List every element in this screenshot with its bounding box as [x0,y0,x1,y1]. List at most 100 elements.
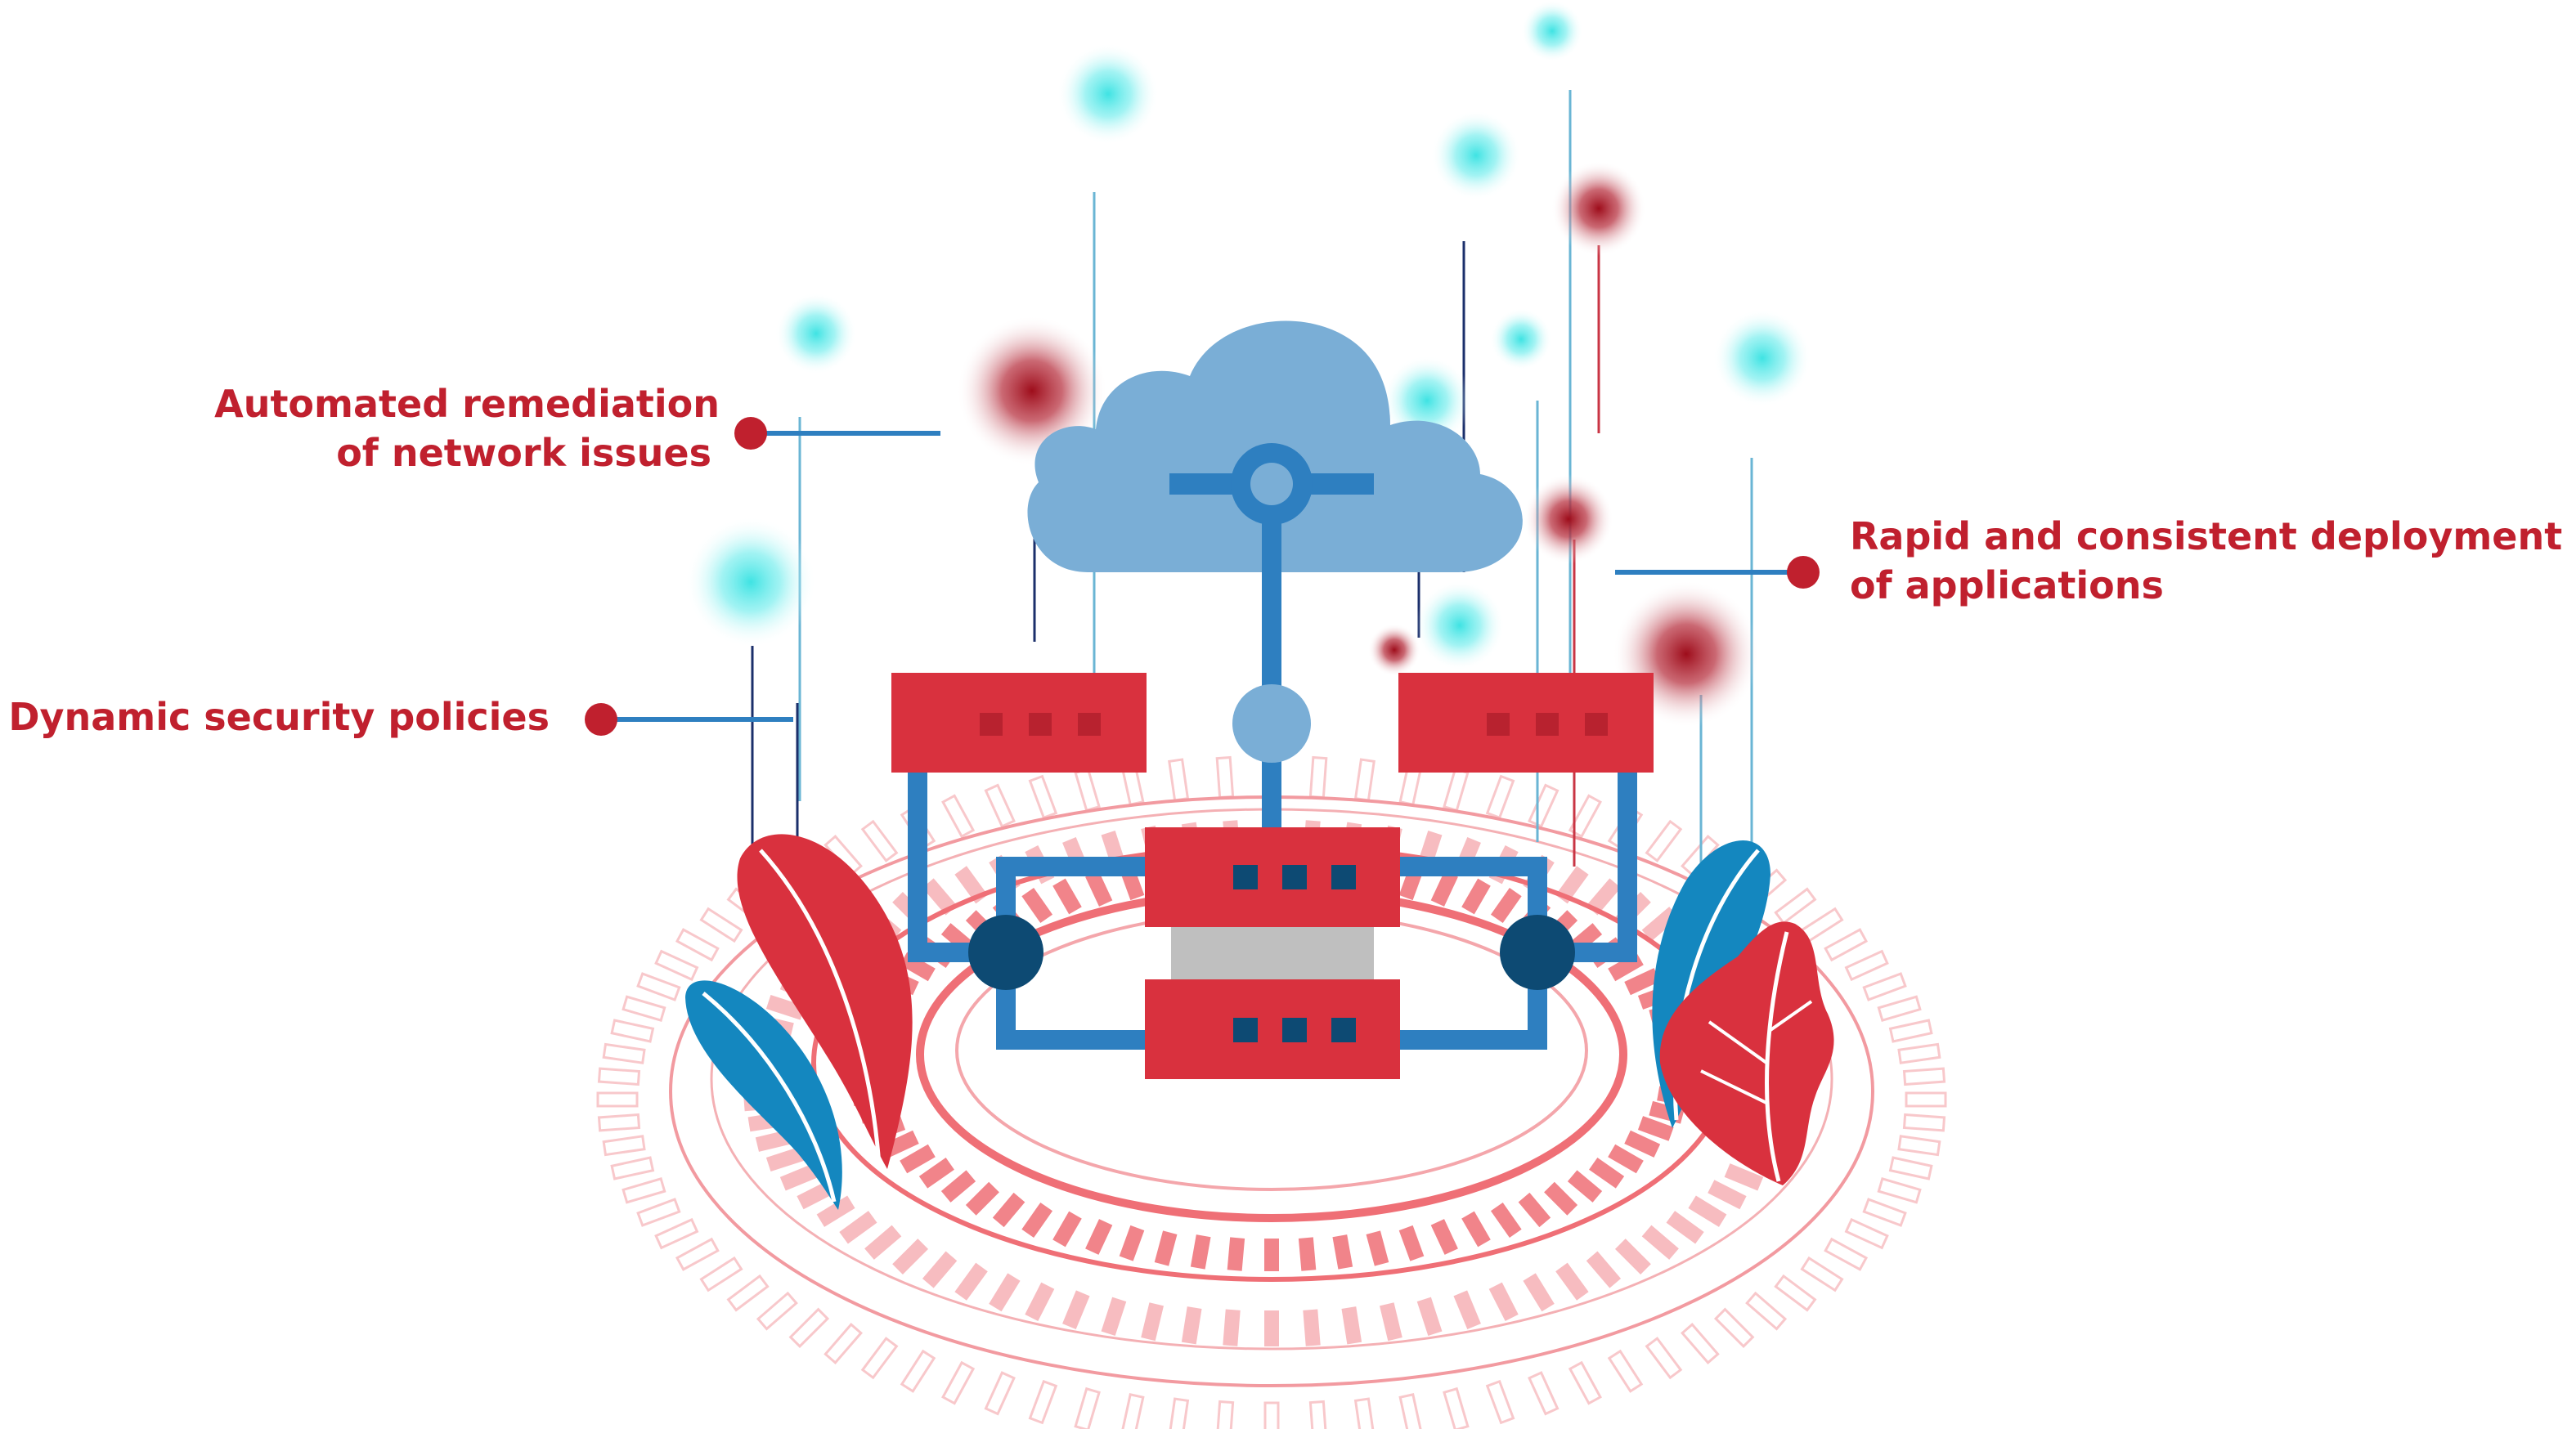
ring-tick [610,1019,655,1043]
ring-tick [816,1195,855,1227]
ring-tick [1774,887,1817,925]
ring-tick [1416,1297,1443,1337]
ring-tick [1555,1262,1589,1301]
ring-tick [892,1239,929,1275]
glow-particle-icon [1431,110,1521,200]
ring-tick [860,819,899,862]
ring-tick [922,878,958,916]
ring-tick [1528,783,1560,828]
callout-remediation-line2: of network issues [336,431,711,475]
ring-tick [1724,1163,1764,1191]
ring-tick [1398,1225,1425,1261]
ring-tick [1215,755,1235,800]
callout-deployment-line2: of applications [1850,563,2164,607]
ring-tick [636,972,681,1001]
ring-tick [918,1157,954,1189]
ring-tick [1190,1234,1211,1270]
ring-tick [675,1237,720,1271]
glow-particle-icon [1551,161,1646,256]
ring-tick [1544,1181,1578,1216]
ring-tick [602,1042,646,1064]
ring-tick [610,1156,655,1180]
ring-tick [1308,1400,1328,1429]
ring-tick [900,1144,936,1174]
leaf-vein [1700,1000,1813,1105]
ring-tick [1453,1290,1481,1329]
server-left [891,673,1147,773]
ring-tick [1824,928,1869,962]
leaf-icon [1659,921,1834,1185]
ring-tick [1308,755,1328,800]
ring-tick [1490,887,1522,924]
network-node-icon [1500,915,1575,990]
server-icon [891,673,1147,773]
ring-tick [940,1170,976,1203]
ring-tick [1052,1211,1082,1248]
ring-tick [1568,1360,1602,1405]
ring-tick [1025,1282,1055,1321]
ring-tick [1430,871,1458,907]
ring-tick [1624,1130,1661,1158]
ring-tick [984,1371,1016,1416]
ring-tick [1062,1290,1090,1329]
ring-tick [922,1251,958,1288]
ring-tick [1443,1386,1470,1429]
left-leaves [685,834,913,1210]
ring-tick [965,1181,999,1216]
ring-tick [654,949,699,982]
ring-tick [1101,1297,1127,1337]
leaf-icon [685,980,842,1210]
ring-tick [602,1135,646,1157]
cloud-hub-inner [1250,463,1293,505]
ring-tick [1862,1198,1907,1227]
ring-tick [1430,1219,1458,1255]
ring-tick [984,783,1016,828]
ring-tick [839,1211,877,1244]
ring-tick [992,1192,1025,1228]
ring-tick [1021,887,1053,924]
ring-tick [597,1067,641,1086]
ring-tick [1862,972,1907,1001]
ring-tick [1745,1291,1788,1331]
ring-tick [1021,1202,1053,1239]
ring-tick [1708,1180,1747,1210]
ring-tick [1181,1306,1202,1345]
ring-tick [1902,1067,1946,1086]
ring-tick [675,928,720,962]
ring-tick [1888,1156,1933,1180]
ring-tick [654,1217,699,1250]
ring-tick [1154,1230,1178,1266]
network-node-icon [968,915,1043,990]
ring-tick [1461,878,1491,915]
ring-tick [765,994,806,1020]
ring-tick [1586,1251,1622,1288]
ring-tick [1052,878,1082,915]
ring-tick [1877,1176,1922,1204]
ring-tick [1120,1393,1145,1429]
ring-tick [1227,1237,1245,1271]
callout-security-line1: Dynamic security policies [8,695,550,739]
storage-block [1171,922,1374,983]
ring-tick [1624,968,1661,996]
ring-tick [699,1256,743,1292]
ring-tick [1607,1349,1644,1393]
ring-tick [1800,1256,1844,1292]
ring-tick [1341,1306,1362,1345]
ring-tick [1332,1234,1353,1270]
ring-tick [1844,949,1889,982]
callout-security: Dynamic security policies [8,695,793,739]
ring-tick [989,1273,1021,1312]
ring-tick [1824,1237,1869,1271]
ring-tick [1902,1113,1946,1132]
ring-tick [1085,1219,1113,1255]
vertical-data-lines [751,90,1753,948]
callout-remediation: Automated remediation of network issues [214,382,940,475]
ring-tick [1888,1019,1933,1043]
ring-tick [1380,1302,1402,1342]
glow-particle-icon [1521,0,1583,62]
glow-particle-icon [1713,309,1811,407]
ring-tick [1366,1230,1389,1266]
glow-particle-icon [1490,308,1552,370]
ring-tick [1461,1211,1491,1248]
ring-tick [1028,1379,1058,1425]
